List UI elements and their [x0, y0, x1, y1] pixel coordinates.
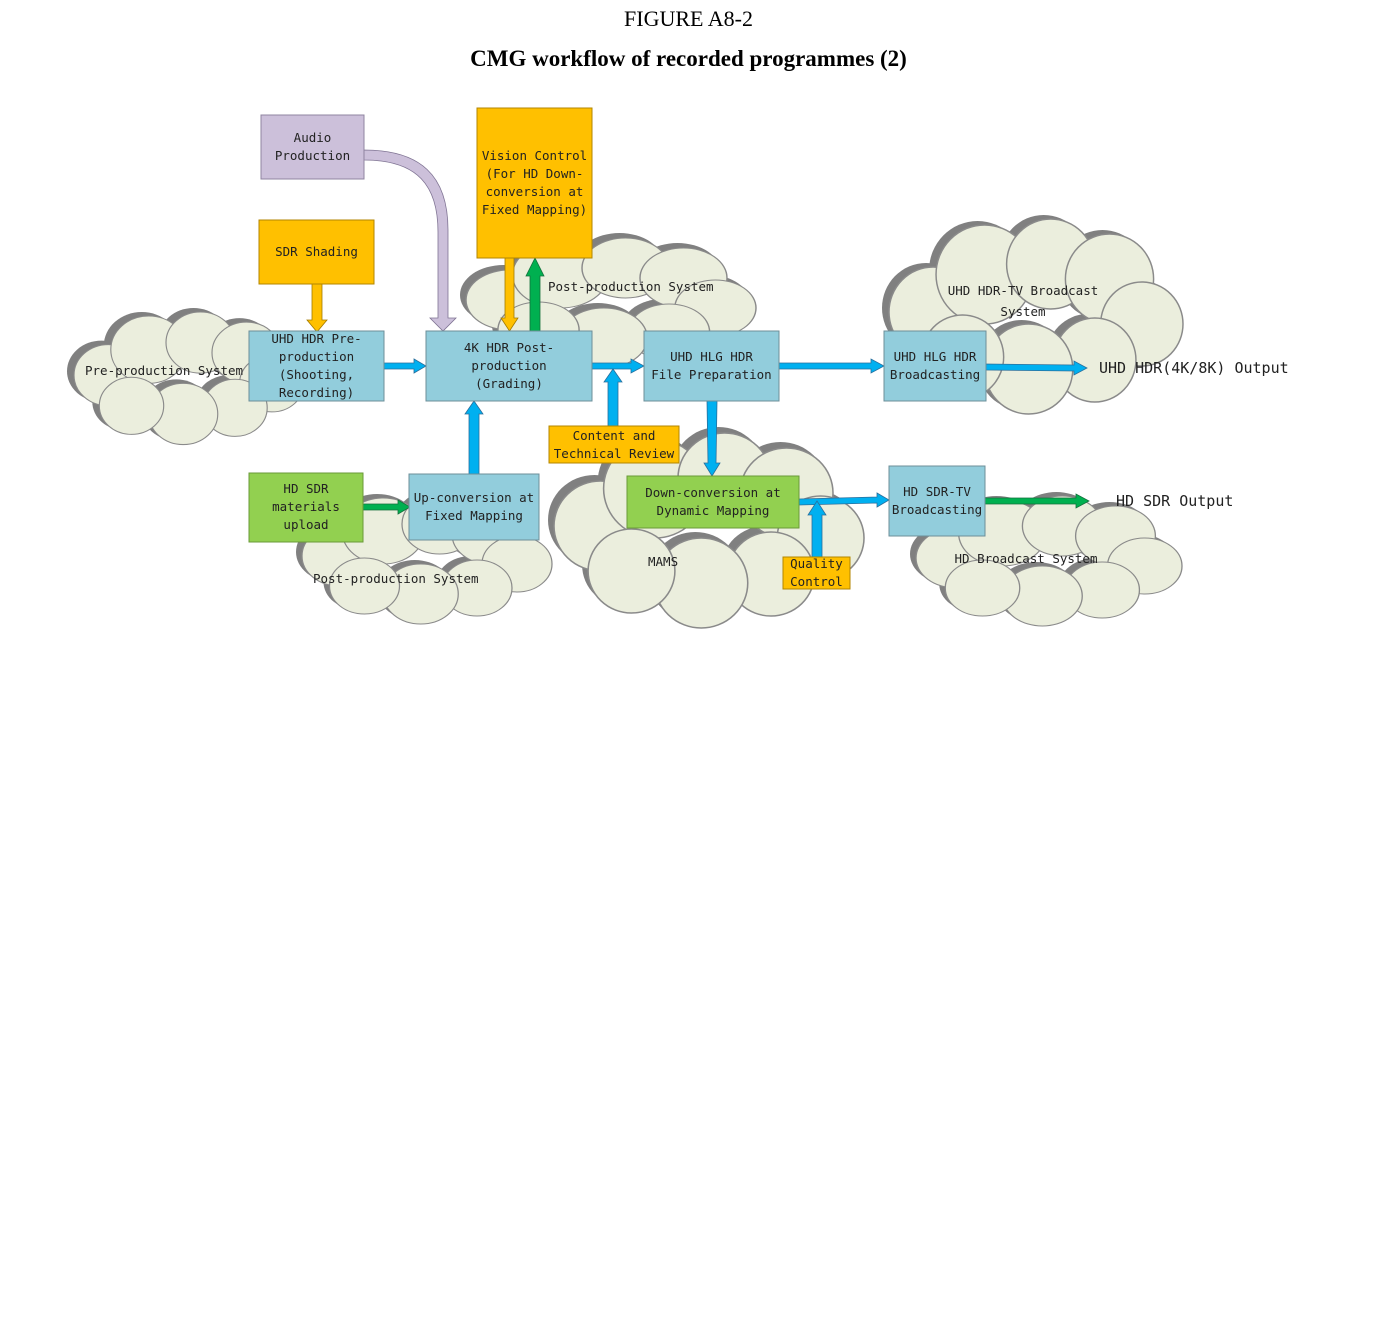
svg-text:(Grading): (Grading) — [475, 376, 543, 391]
svg-text:Broadcasting: Broadcasting — [890, 367, 980, 382]
arrow-file-prep-to-broadcasting — [778, 358, 885, 374]
cloud-label-post-production-top: Post-production System — [548, 279, 714, 294]
label-hd-sdr-output: HD SDR Output — [1116, 492, 1233, 510]
svg-text:materials: materials — [272, 499, 340, 514]
arrow-post-to-file-prep — [591, 358, 645, 374]
svg-text:Fixed Mapping: Fixed Mapping — [425, 508, 523, 523]
arrow-uhd-output — [985, 360, 1088, 376]
box-up-conversion-fixed-mapping: Up-conversion at Fixed Mapping — [408, 473, 540, 541]
arrow-pre-to-post-production — [383, 358, 427, 374]
svg-text:Technical Review: Technical Review — [554, 446, 675, 461]
cloud-pre-production-system: Pre-production System — [67, 307, 305, 446]
box-uhd-hdr-pre-production: UHD HDR Pre- production (Shooting, Recor… — [248, 330, 385, 402]
box-down-conversion-dynamic-mapping: Down-conversion at Dynamic Mapping — [626, 475, 800, 529]
svg-text:upload: upload — [283, 517, 328, 532]
svg-text:SDR Shading: SDR Shading — [275, 244, 358, 259]
svg-text:Audio: Audio — [294, 130, 332, 145]
svg-text:Recording): Recording) — [279, 385, 354, 400]
figure-title: CMG workflow of recorded programmes (2) — [470, 46, 907, 71]
label-uhd-hdr-output: UHD HDR(4K/8K) Output — [1099, 359, 1289, 377]
svg-text:(For HD Down-: (For HD Down- — [486, 166, 584, 181]
cloud-label-post-production-bottom: Post-production System — [313, 571, 479, 586]
svg-text:4K HDR Post-: 4K HDR Post- — [464, 340, 554, 355]
cloud-label-uhd-broadcast-line1: UHD HDR-TV Broadcast — [948, 283, 1099, 298]
svg-text:UHD HDR Pre-: UHD HDR Pre- — [271, 331, 361, 346]
box-uhd-hlg-hdr-file-preparation: UHD HLG HDR File Preparation — [643, 330, 780, 402]
box-hd-sdr-materials-upload: HD SDR materials upload — [248, 472, 364, 543]
box-content-technical-review: Content and Technical Review — [548, 425, 680, 464]
arrow-audio-to-post-production — [363, 149, 457, 332]
box-audio-production: Audio Production — [260, 114, 365, 180]
svg-text:Broadcasting: Broadcasting — [892, 502, 982, 517]
box-uhd-hlg-hdr-broadcasting: UHD HLG HDR Broadcasting — [883, 330, 987, 402]
arrow-content-review-up — [603, 368, 623, 427]
svg-text:Production: Production — [275, 148, 350, 163]
svg-text:Dynamic Mapping: Dynamic Mapping — [657, 503, 770, 518]
cloud-post-production-bottom: Post-production System — [296, 490, 553, 625]
cloud-uhd-broadcast-system: UHD HDR-TV Broadcast System — [882, 215, 1184, 415]
svg-text:conversion at: conversion at — [486, 184, 584, 199]
svg-text:(Shooting,: (Shooting, — [279, 367, 354, 382]
cloud-label-pre-production: Pre-production System — [85, 363, 243, 378]
arrow-down-conversion-to-hd-broadcasting — [798, 492, 890, 508]
arrow-hd-output — [984, 493, 1090, 509]
box-vision-control: Vision Control (For HD Down- conversion … — [476, 107, 593, 259]
svg-text:Up-conversion at: Up-conversion at — [414, 490, 534, 505]
svg-text:File Preparation: File Preparation — [651, 367, 771, 382]
arrow-hd-sdr-to-up-conversion — [362, 499, 411, 515]
box-sdr-shading: SDR Shading — [258, 219, 375, 285]
cloud-label-mams: MAMS — [648, 554, 678, 569]
arrow-up-to-vision-control — [525, 257, 545, 332]
cloud-hd-broadcast-system: HD Broadcast System — [910, 492, 1183, 627]
cloud-label-hd-broadcast: HD Broadcast System — [955, 551, 1098, 566]
svg-text:UHD HLG HDR: UHD HLG HDR — [670, 349, 753, 364]
box-4k-hdr-post-production: 4K HDR Post- production (Grading) — [425, 330, 593, 402]
svg-text:HD SDR: HD SDR — [283, 481, 329, 496]
arrow-vision-control-down — [500, 257, 519, 332]
svg-text:Vision Control: Vision Control — [482, 148, 587, 163]
svg-text:Down-conversion at: Down-conversion at — [645, 485, 780, 500]
arrow-file-prep-to-down-conversion — [703, 400, 721, 477]
cloud-mams: MAMS — [548, 427, 865, 629]
cloud-label-uhd-broadcast-line2: System — [1000, 304, 1045, 319]
svg-text:HD SDR-TV: HD SDR-TV — [903, 484, 971, 499]
figure-label: FIGURE A8-2 — [624, 6, 753, 31]
svg-text:production: production — [279, 349, 354, 364]
svg-text:Fixed Mapping): Fixed Mapping) — [482, 202, 587, 217]
svg-text:Control: Control — [790, 574, 843, 589]
svg-text:UHD HLG HDR: UHD HLG HDR — [894, 349, 977, 364]
svg-text:Content and: Content and — [573, 428, 656, 443]
arrow-up-conversion-to-post — [464, 400, 484, 475]
svg-text:production: production — [471, 358, 546, 373]
cloud-post-production-top: Post-production System — [460, 233, 757, 369]
svg-text:Quality: Quality — [790, 556, 843, 571]
box-hd-sdr-tv-broadcasting: HD SDR-TV Broadcasting — [888, 465, 986, 537]
box-quality-control: Quality Control — [782, 556, 851, 590]
arrow-quality-control-up — [807, 500, 827, 558]
arrow-sdr-shading-down — [306, 283, 328, 333]
